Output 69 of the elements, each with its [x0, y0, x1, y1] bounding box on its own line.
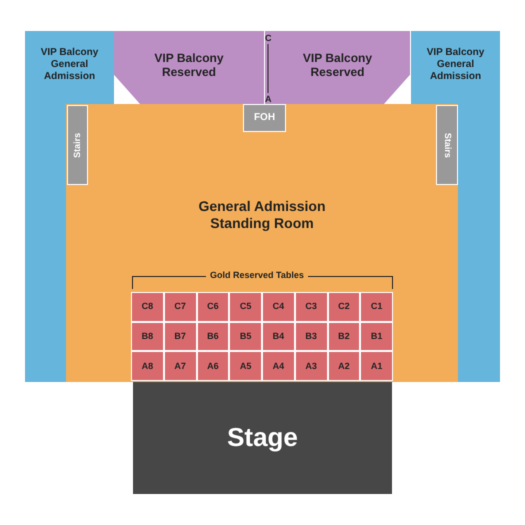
section-label: VIP Balcony General Admission — [40, 47, 100, 83]
section-label: VIP Balcony Reserved — [302, 51, 374, 80]
section-label: C6 — [207, 301, 219, 312]
table-section — [328, 322, 360, 352]
balcony-section — [411, 31, 500, 104]
section-label: A5 — [240, 360, 252, 372]
table-section — [196, 292, 230, 322]
stairs-block — [67, 105, 88, 185]
section-label: C3 — [305, 301, 317, 312]
section-label: Stairs — [442, 132, 452, 158]
section-label: A8 — [142, 360, 154, 372]
balcony-section — [114, 31, 264, 104]
table-section — [164, 292, 196, 322]
section-label: A2 — [338, 360, 350, 372]
stage — [133, 382, 392, 494]
section-label: FOH — [254, 112, 276, 124]
table-section — [294, 322, 328, 352]
table-section — [262, 351, 295, 381]
section-label: C2 — [338, 301, 350, 312]
section-label: VIP Balcony General Admission — [426, 47, 486, 83]
table-section — [294, 351, 328, 381]
table-section — [328, 351, 360, 381]
table-section — [262, 322, 295, 352]
table-section — [131, 351, 164, 381]
section-label: B6 — [207, 331, 219, 342]
table-section — [360, 351, 393, 381]
balcony-section — [25, 31, 114, 104]
section-label: B7 — [174, 331, 186, 342]
section-label: B8 — [142, 331, 154, 342]
table-section — [229, 351, 262, 381]
table-section — [196, 322, 230, 352]
section-label: C7 — [174, 301, 186, 312]
section-label: C4 — [272, 301, 284, 312]
section-label: B3 — [305, 331, 317, 342]
section-label: Stairs — [72, 132, 83, 158]
table-section — [328, 292, 360, 322]
bracket-label: Gold Reserved Tables — [206, 270, 308, 280]
section-label: Stage — [227, 422, 298, 454]
table-section — [131, 292, 164, 322]
table-section — [164, 351, 196, 381]
section-label: A3 — [305, 360, 317, 372]
table-section — [164, 322, 196, 352]
section-label: B5 — [240, 331, 252, 342]
section-label: B1 — [370, 331, 382, 342]
section-label: A7 — [174, 360, 186, 372]
table-section — [360, 322, 393, 352]
foh-booth — [243, 104, 286, 132]
section-label: VIP Balcony Reserved — [153, 51, 225, 80]
table-section — [229, 292, 262, 322]
table-section — [262, 292, 295, 322]
row-marker: C — [265, 33, 272, 43]
section-label: B2 — [338, 331, 350, 342]
section-label: C8 — [142, 301, 154, 312]
section-label: A4 — [272, 360, 284, 372]
section-label: General Admission Standing Room — [197, 198, 327, 232]
stairs-block — [436, 105, 458, 185]
table-section — [196, 351, 230, 381]
section-label: B4 — [272, 331, 284, 342]
section-label: C5 — [240, 301, 252, 312]
balcony-section — [265, 31, 410, 104]
standing-floor — [66, 104, 458, 382]
table-section — [360, 292, 393, 322]
table-section — [294, 292, 328, 322]
section-label: C1 — [370, 301, 382, 312]
section-label: A6 — [207, 360, 219, 372]
table-section — [131, 322, 164, 352]
section-label: A1 — [370, 360, 382, 372]
row-marker: A — [265, 94, 272, 104]
table-section — [229, 322, 262, 352]
